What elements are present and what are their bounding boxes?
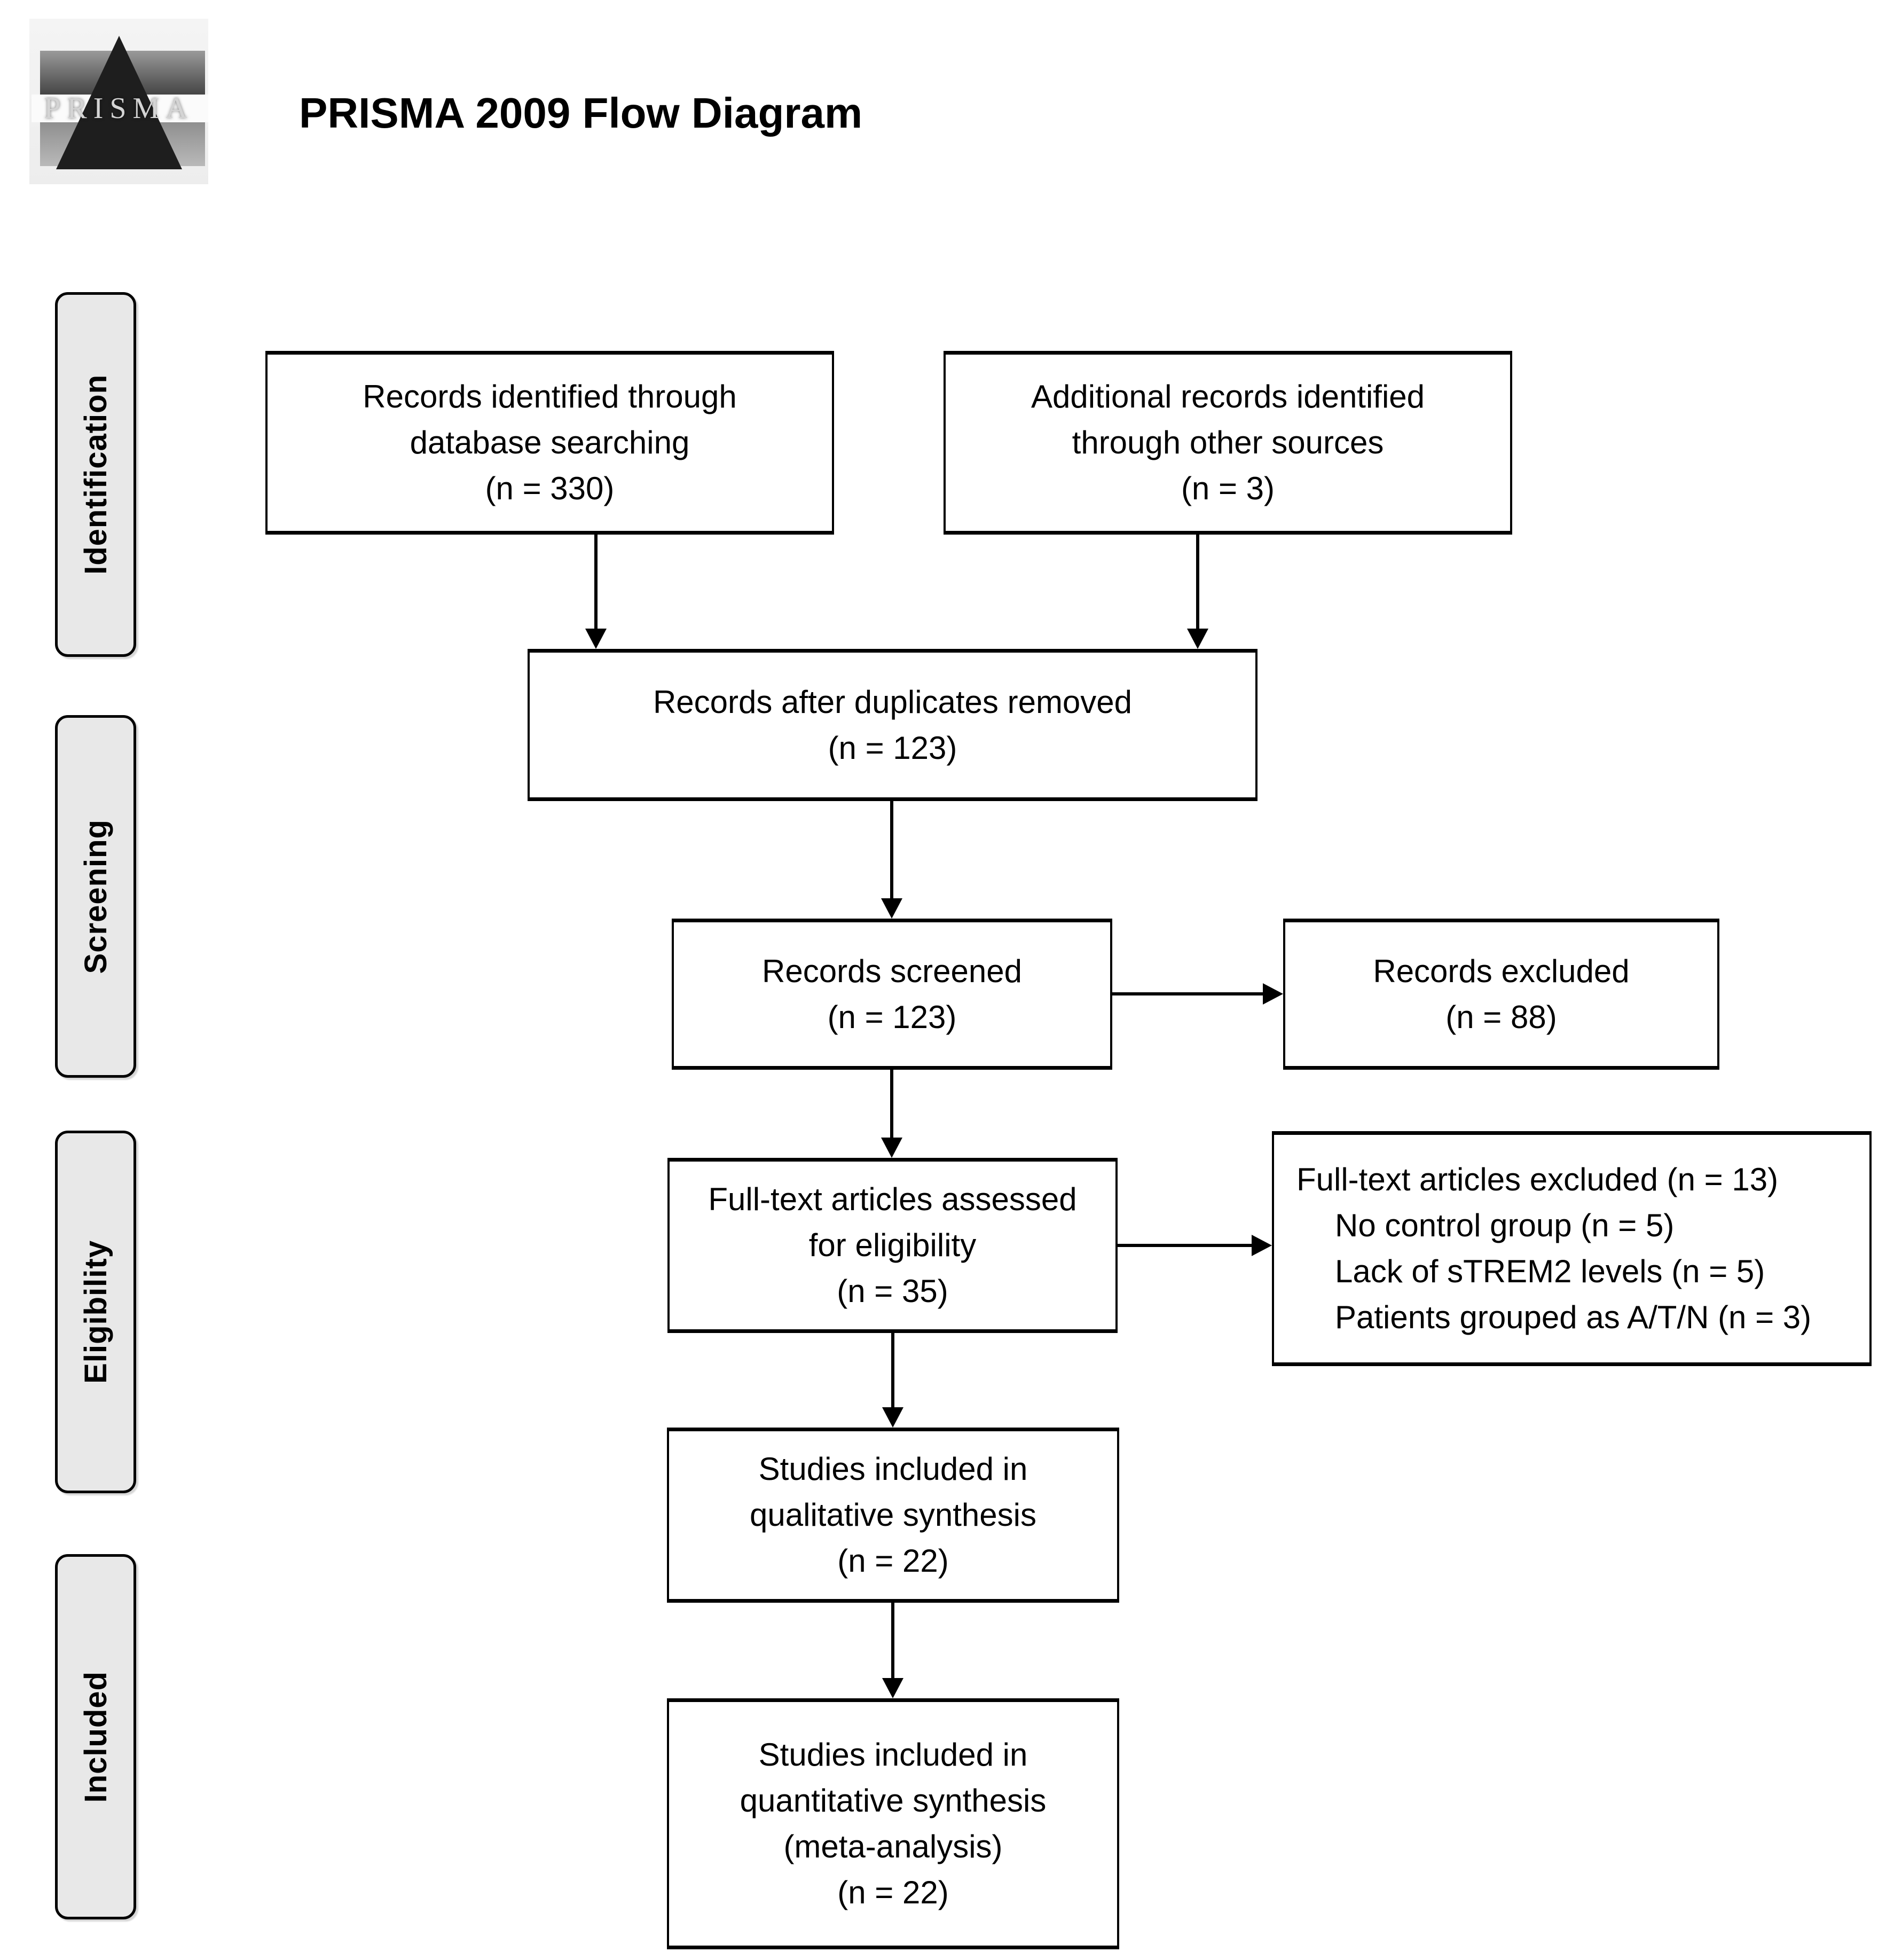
box-text-line: qualitative synthesis bbox=[750, 1497, 1036, 1533]
arrowhead-down-icon bbox=[1187, 629, 1208, 649]
arrow-additional-to-duplicates bbox=[1196, 535, 1199, 630]
box-text-line: Lack of sTREM2 levels (n = 5) bbox=[1335, 1253, 1765, 1289]
box-text-line: Studies included in bbox=[758, 1737, 1028, 1773]
box-text-line: Records excluded bbox=[1373, 953, 1630, 989]
box-records-excluded: Records excluded (n = 88) bbox=[1283, 919, 1719, 1070]
prisma-pyramid-icon bbox=[56, 36, 182, 169]
arrowhead-down-icon bbox=[882, 1407, 903, 1428]
box-text-line: database searching bbox=[410, 425, 690, 460]
arrow-fulltext-to-qualitative bbox=[891, 1333, 894, 1408]
box-qualitative-synthesis: Studies included in qualitative synthesi… bbox=[667, 1428, 1119, 1603]
stage-label-identification: Identification bbox=[55, 292, 136, 657]
box-text-line: Records identified through bbox=[363, 379, 737, 414]
stage-label-text: Included bbox=[78, 1671, 113, 1803]
arrowhead-down-icon bbox=[881, 1138, 902, 1158]
arrowhead-down-icon bbox=[882, 1678, 903, 1698]
arrow-qualitative-to-quantitative bbox=[891, 1603, 894, 1679]
page-title: PRISMA 2009 Flow Diagram bbox=[299, 89, 863, 137]
box-text-line: (n = 123) bbox=[828, 730, 957, 766]
box-fulltext-assessed: Full-text articles assessed for eligibil… bbox=[667, 1158, 1118, 1333]
box-text-line: (n = 22) bbox=[837, 1875, 949, 1910]
box-text-line: for eligibility bbox=[808, 1227, 977, 1263]
arrow-screened-to-fulltext bbox=[890, 1070, 893, 1139]
arrowhead-down-icon bbox=[585, 629, 607, 649]
box-text-line: through other sources bbox=[1072, 425, 1384, 460]
box-text-line: Records screened bbox=[762, 953, 1022, 989]
stage-label-eligibility: Eligibility bbox=[55, 1131, 136, 1493]
stage-label-text: Screening bbox=[78, 819, 113, 974]
box-text-line: No control group (n = 5) bbox=[1335, 1208, 1675, 1243]
box-records-identified: Records identified through database sear… bbox=[265, 351, 834, 535]
logo-wordmark: PRISMA bbox=[44, 92, 194, 125]
stage-label-included: Included bbox=[55, 1554, 136, 1919]
arrowhead-down-icon bbox=[881, 898, 902, 919]
box-fulltext-excluded: Full-text articles excluded (n = 13) No … bbox=[1272, 1131, 1872, 1366]
box-text-line: Records after duplicates removed bbox=[653, 684, 1133, 720]
box-quantitative-synthesis: Studies included in quantitative synthes… bbox=[667, 1698, 1119, 1949]
box-text-line: Additional records identified bbox=[1031, 379, 1425, 414]
arrow-fulltext-to-fulltext-excluded bbox=[1118, 1244, 1253, 1247]
stage-label-text: Identification bbox=[78, 374, 113, 575]
box-text-line: Full-text articles excluded (n = 13) bbox=[1296, 1162, 1779, 1197]
arrowhead-right-icon bbox=[1252, 1235, 1272, 1256]
box-text-line: quantitative synthesis bbox=[740, 1783, 1047, 1818]
arrowhead-right-icon bbox=[1263, 983, 1283, 1005]
box-text-line: Studies included in bbox=[758, 1451, 1028, 1487]
box-additional-records: Additional records identified through ot… bbox=[944, 351, 1512, 535]
box-after-duplicates: Records after duplicates removed (n = 12… bbox=[528, 649, 1257, 801]
box-text-line: Full-text articles assessed bbox=[708, 1181, 1077, 1217]
box-text-line: Patients grouped as A/T/N (n = 3) bbox=[1335, 1299, 1812, 1335]
arrow-screened-to-excluded bbox=[1112, 992, 1265, 995]
box-text-line: (n = 22) bbox=[837, 1543, 949, 1579]
arrow-identified-to-duplicates bbox=[594, 535, 598, 630]
box-text-line: (n = 88) bbox=[1445, 999, 1557, 1035]
prisma-logo: PRISMA bbox=[29, 19, 208, 184]
arrow-duplicates-to-screened bbox=[890, 801, 893, 899]
box-text-line: (n = 35) bbox=[837, 1273, 948, 1309]
stage-label-text: Eligibility bbox=[78, 1240, 113, 1384]
box-records-screened: Records screened (n = 123) bbox=[672, 919, 1112, 1070]
box-text-line: (n = 330) bbox=[485, 471, 615, 506]
stage-label-screening: Screening bbox=[55, 715, 136, 1078]
box-text-line: (meta-analysis) bbox=[783, 1829, 1003, 1864]
box-text-line: (n = 123) bbox=[827, 999, 957, 1035]
box-text-line: (n = 3) bbox=[1181, 471, 1275, 506]
